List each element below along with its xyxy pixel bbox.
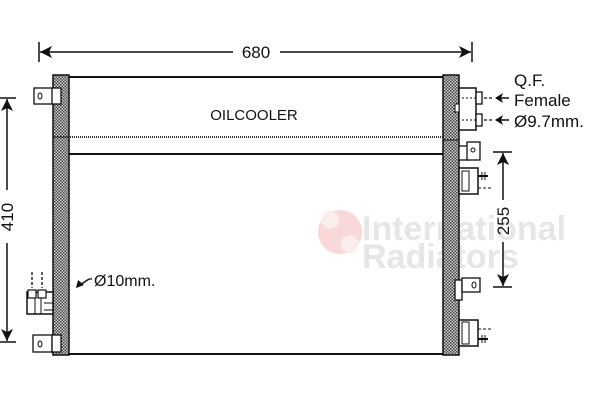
port-spacing-label: 255 <box>494 207 513 235</box>
arrow-left-icon <box>495 93 503 103</box>
height-dimension: 410 <box>0 97 17 343</box>
left-connector-block <box>26 272 54 315</box>
qf-port-lower <box>475 113 483 127</box>
watermark-line2: Radiators <box>362 238 519 276</box>
arrow-up-icon <box>1 99 13 111</box>
watermark-logo-icon <box>318 210 362 254</box>
arrow-left-icon <box>40 46 52 58</box>
mounting-bracket-bottom-right <box>454 279 463 301</box>
arrow-left-icon <box>495 115 503 125</box>
mounting-bracket-bottom-left <box>32 334 53 353</box>
right-tank: Q.F. Female Ø9.7mm. <box>442 71 584 356</box>
female-label: Female <box>514 91 571 110</box>
mounting-bracket-top-left <box>33 87 54 105</box>
oilcooler-label: OILCOOLER <box>210 107 298 124</box>
condenser-core: OILCOOLER <box>68 76 444 155</box>
arrow-diagonal-icon <box>76 280 84 288</box>
watermark: International Radiators <box>318 210 566 276</box>
width-dimension: 680 <box>38 42 473 62</box>
arrow-right-icon <box>459 46 471 58</box>
tube-diameter-label: Ø10mm. <box>94 273 155 290</box>
arrow-up-icon <box>497 153 509 165</box>
sensor-block-lower <box>458 319 493 347</box>
arrow-down-icon <box>497 274 509 286</box>
tube-diameter-annotation: Ø10mm. <box>76 273 155 290</box>
port-spacing-dimension: 255 <box>493 151 513 288</box>
height-label: 410 <box>0 203 17 231</box>
width-label: 680 <box>242 43 270 62</box>
qf-connector-block <box>454 87 509 131</box>
qf-port-upper <box>475 91 483 105</box>
arrow-down-icon <box>1 329 13 341</box>
qf-label: Q.F. <box>514 71 545 90</box>
connector-diameter-label: Ø9.7mm. <box>514 112 584 131</box>
left-tank <box>26 74 70 356</box>
watermark-line1: International <box>362 210 566 248</box>
sensor-block-upper <box>458 167 492 195</box>
